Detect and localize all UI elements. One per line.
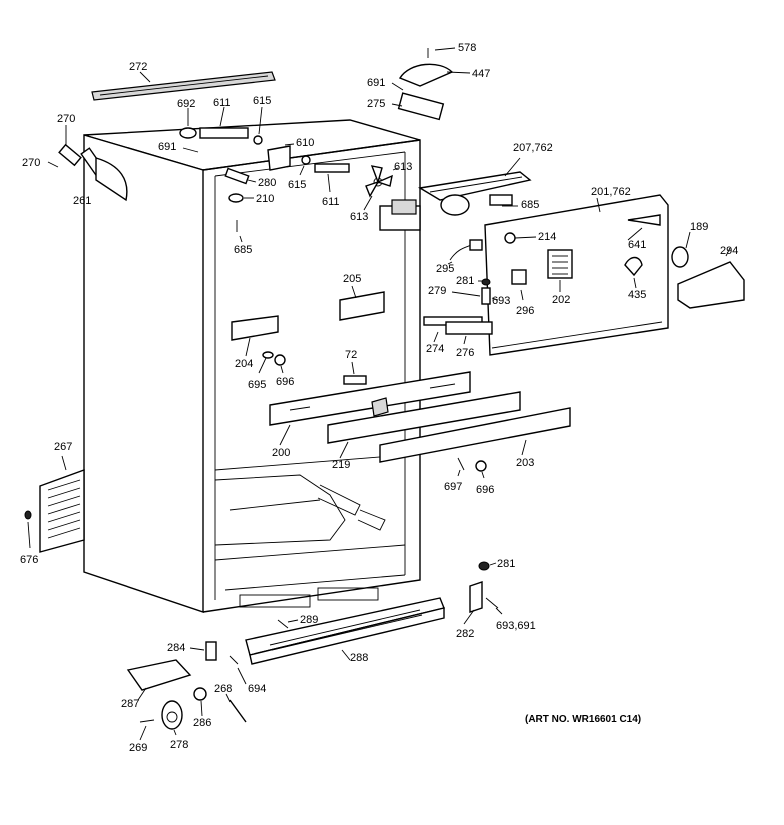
callout-281-bottom: 281 — [497, 558, 515, 570]
callout-207-762: 207,762 — [513, 142, 553, 154]
callout-610: 610 — [296, 137, 314, 149]
callout-272: 272 — [129, 61, 147, 73]
callout-202: 202 — [552, 294, 570, 306]
callout-696-top: 696 — [276, 376, 294, 388]
callout-281-top: 281 — [456, 275, 474, 287]
callout-615-top: 615 — [253, 95, 271, 107]
shelf-rails: 200 219 203 697 696 — [269, 371, 571, 496]
callout-204: 204 — [235, 358, 253, 370]
callout-435: 435 — [628, 289, 646, 301]
callout-578: 578 — [458, 42, 476, 54]
callout-275: 275 — [367, 98, 385, 110]
callout-205: 205 — [343, 273, 361, 285]
callout-279: 279 — [428, 285, 446, 297]
callout-210: 210 — [256, 193, 274, 205]
callout-214: 214 — [538, 231, 556, 243]
callout-72: 72 — [345, 349, 357, 361]
callout-692: 692 — [177, 98, 195, 110]
refrigerator-cabinet — [83, 119, 421, 613]
air-duct-part: 207,762 685 — [417, 142, 553, 216]
callout-286: 286 — [193, 717, 211, 729]
callout-295: 295 — [436, 263, 454, 275]
callout-267: 267 — [54, 441, 72, 453]
toe-grille-part: 289 288 284 694 — [167, 597, 445, 695]
callout-189: 189 — [690, 221, 708, 233]
callout-685-left: 685 — [234, 244, 252, 256]
callout-280: 280 — [258, 177, 276, 189]
rear-access-cover-part: 267 676 — [20, 441, 85, 566]
light-shield-part: 189 294 — [671, 221, 745, 309]
callout-201-762: 201,762 — [591, 186, 631, 198]
callout-693-691: 693,691 — [496, 620, 536, 632]
callout-287: 287 — [121, 698, 139, 710]
callout-282: 282 — [456, 628, 474, 640]
callout-691-mid: 691 — [158, 141, 176, 153]
callout-697: 697 — [444, 481, 462, 493]
callout-676: 676 — [20, 554, 38, 566]
liner-brackets: 205 204 695 696 72 — [231, 273, 385, 391]
callout-695: 695 — [248, 379, 266, 391]
callout-611-top: 611 — [213, 97, 231, 109]
callout-276: 276 — [456, 347, 474, 359]
callout-270-left: 270 — [22, 157, 40, 169]
callout-284: 284 — [167, 642, 185, 654]
leveling-roller-parts: 287 286 268 269 278 — [121, 659, 247, 754]
callout-289: 289 — [300, 614, 318, 626]
callout-613-bottom: 613 — [350, 211, 368, 223]
callout-288: 288 — [350, 652, 368, 664]
liner-clips: 280 210 685 — [224, 167, 276, 256]
art-number: (ART NO. WR16601 C14) — [525, 714, 641, 725]
lower-hinge-parts: 281 282 693,691 — [456, 558, 536, 640]
callout-696-bottom: 696 — [476, 484, 494, 496]
top-rail-part: 272 — [91, 61, 276, 101]
callout-641: 641 — [628, 239, 646, 251]
callout-268: 268 — [214, 683, 232, 695]
callout-203: 203 — [516, 457, 534, 469]
top-hinge-cover-part: 578 447 691 275 — [367, 42, 490, 121]
hinge-roller-part: 270 270 261 — [22, 113, 128, 207]
callout-200: 200 — [272, 447, 290, 459]
callout-615-mid: 615 — [288, 179, 306, 191]
callout-296: 296 — [516, 305, 534, 317]
top-cabinet-parts: 692 611 615 691 610 615 611 — [158, 95, 350, 208]
callout-611-mid: 611 — [322, 196, 340, 208]
callout-294: 294 — [720, 245, 738, 257]
callout-694: 694 — [248, 683, 266, 695]
callout-278: 278 — [170, 739, 188, 751]
damper-parts: 295 281 279 693 274 276 — [423, 239, 510, 359]
evaporator-fan-part: 613 613 — [350, 161, 421, 231]
callout-274: 274 — [426, 343, 444, 355]
callout-685-right: 685 — [521, 199, 539, 211]
callout-270-top: 270 — [57, 113, 75, 125]
callout-447: 447 — [472, 68, 490, 80]
callout-269: 269 — [129, 742, 147, 754]
callout-261: 261 — [73, 195, 91, 207]
callout-693-top: 693 — [492, 295, 510, 307]
callout-691-top: 691 — [367, 77, 385, 89]
callout-219: 219 — [332, 459, 350, 471]
control-panel-part: 201,762 214 641 296 202 435 — [484, 186, 669, 356]
callout-613-top: 613 — [394, 161, 412, 173]
